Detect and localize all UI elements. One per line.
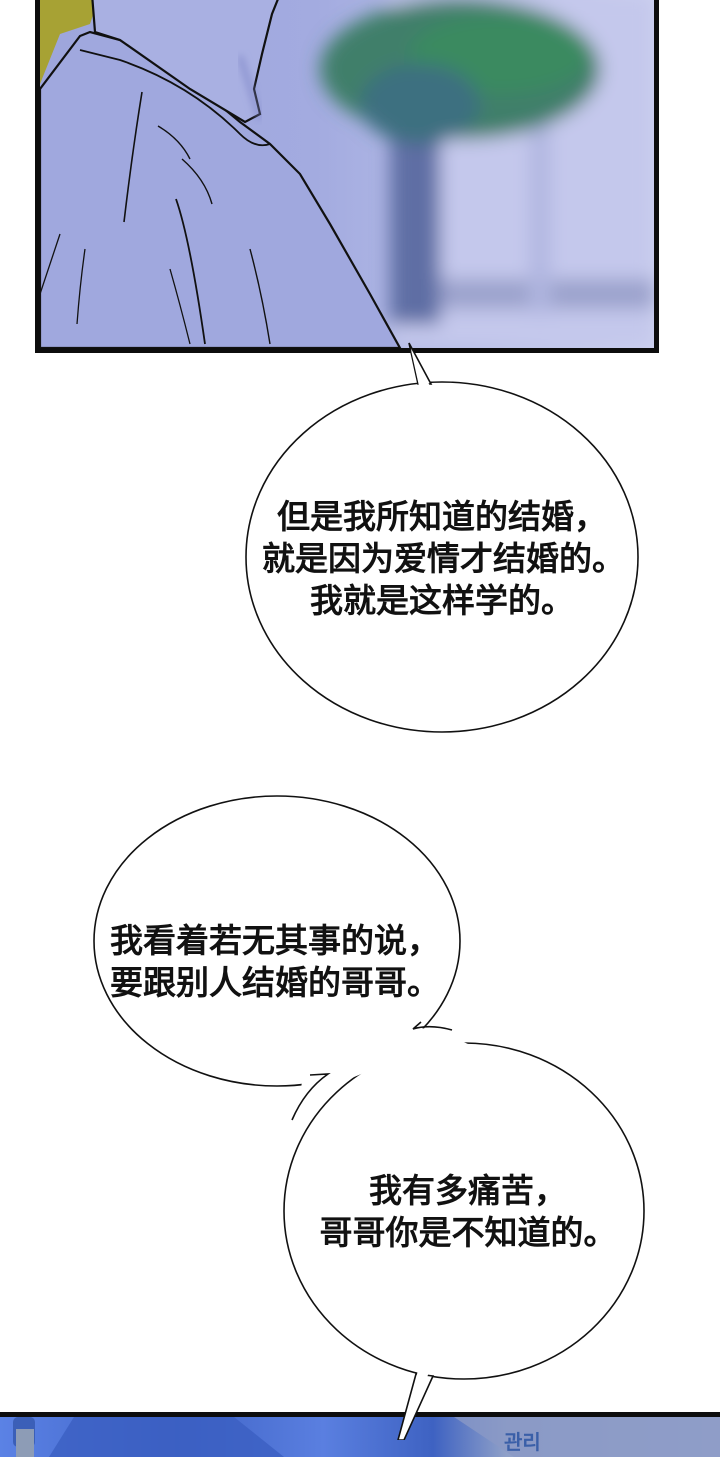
yellow-bg bbox=[40, 0, 98, 84]
bubble-2-line-2: 要跟别人结婚的哥哥。 bbox=[110, 963, 440, 1002]
tree-background bbox=[320, 0, 654, 348]
top-comic-panel bbox=[35, 0, 659, 353]
speech-bubble-1 bbox=[245, 342, 639, 733]
panel-top-artwork bbox=[40, 0, 654, 348]
bubble-1-line-1: 但是我所知道的结婚， bbox=[277, 497, 607, 536]
speech-bubble-3 bbox=[283, 1042, 645, 1440]
speech-bubble-2 bbox=[93, 795, 461, 1087]
bubble-1-text: 但是我所知道的结婚， 就是因为爱情才结婚的。 我就是这样学的。 bbox=[262, 496, 625, 622]
bubble-3-line-2: 哥哥你是不知道的。 bbox=[319, 1213, 617, 1252]
bubble-1-line-2: 就是因为爱情才结婚的。 bbox=[262, 539, 625, 578]
bubble-2-line-1: 我看着若无其事的说， bbox=[110, 921, 440, 960]
bubble-1-line-3: 我就是这样学的。 bbox=[310, 581, 574, 620]
bubble-3-line-1: 我有多痛苦， bbox=[369, 1171, 567, 1210]
bubble-connector bbox=[290, 1021, 470, 1125]
bubble-3-text: 我有多痛苦， 哥哥你是不知道的。 bbox=[318, 1170, 618, 1254]
bubble-2-text: 我看着若无其事的说， 要跟别人结婚的哥哥。 bbox=[110, 920, 450, 1004]
